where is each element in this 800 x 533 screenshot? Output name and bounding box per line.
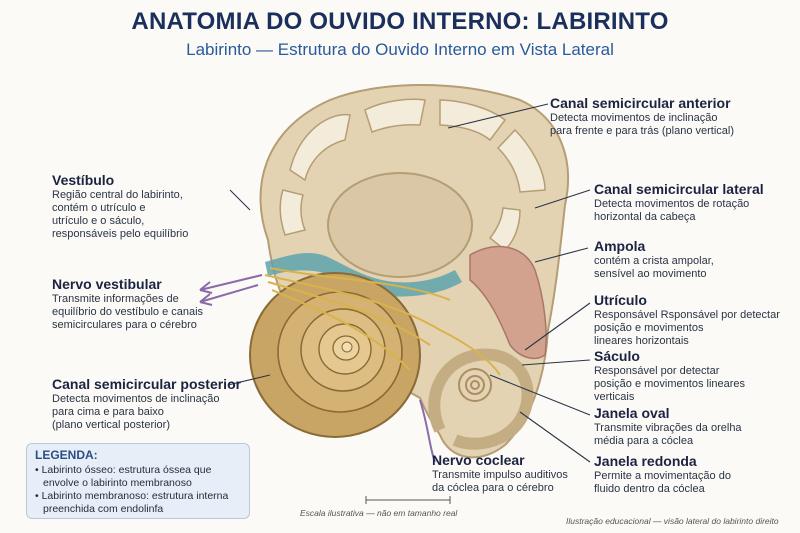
label-vestibulo-desc-4: responsáveis pelo equilíbrio: [52, 228, 189, 240]
label-saculo-desc-2: posição e movimentos lineares: [594, 378, 746, 390]
label-saculo-desc-1: Responsável por detectar: [594, 365, 720, 377]
label-saculo-desc-3: verticais: [594, 391, 635, 403]
utricle-saccule-body: [469, 245, 547, 360]
nerve-fibers: [264, 267, 501, 376]
vestibular-nerve: [199, 274, 263, 306]
posterior-loop: [428, 348, 534, 450]
label-posterior-desc-1: Detecta movimentos de inclinação: [52, 393, 220, 405]
inner-spiral: [458, 368, 492, 402]
label-nervo-coclear-desc-2: da cóclea para o cérebro: [432, 482, 554, 494]
label-saculo-title: Sáculo: [594, 348, 640, 364]
label-vestibulo: Vestíbulo Região central do labirinto, c…: [52, 172, 188, 241]
leader-lines: [227, 103, 591, 463]
scale-caption: Escala ilustrativa — não em tamanho real: [300, 508, 458, 518]
label-redonda-desc-1: Permite a movimentação do: [594, 470, 731, 482]
legend-item-bony: • Labirinto ósseo: estrutura óssea que e…: [35, 464, 212, 489]
label-anterior-desc-2: para frente e para trás (plano vertical): [550, 125, 735, 137]
label-ampola-desc-1: contém a crista ampolar,: [594, 255, 714, 267]
label-saculo: Sáculo Responsável por detectar posição …: [594, 348, 745, 404]
label-nervo-vestibular: Nervo vestibular Transmite informações d…: [52, 276, 203, 332]
legend-item-membranous: • Labirinto membranoso: estrutura intern…: [35, 490, 229, 515]
label-posterior-desc-3: (plano vertical posterior): [52, 419, 170, 431]
label-ampola-title: Ampola: [594, 238, 646, 254]
label-redonda-title: Janela redonda: [594, 453, 697, 469]
label-anterior-canal: Canal semicircular anterior Detecta movi…: [550, 95, 734, 138]
label-nervo-vestibular-desc-2: equilíbrio do vestíbulo e canais: [52, 306, 204, 318]
label-nervo-vestibular-title: Nervo vestibular: [52, 276, 162, 292]
label-utriculo-desc-2: posição e movimentos: [594, 322, 704, 334]
label-anterior-desc-1: Detecta movimentos de inclinação: [550, 112, 718, 124]
membranous-labyrinth: [265, 253, 462, 297]
label-nervo-coclear-desc-1: Transmite impulso auditivos: [432, 469, 568, 481]
label-oval-title: Janela oval: [594, 405, 670, 421]
label-nervo-coclear-title: Nervo coclear: [432, 452, 525, 468]
label-nervo-vestibular-desc-1: Transmite informações de: [52, 293, 179, 305]
label-janela-redonda: Janela redonda Permite a movimentação do…: [594, 453, 731, 496]
label-lateral-canal: Canal semicircular lateral Detecta movim…: [594, 181, 764, 224]
label-posterior-title: Canal semicircular posterior: [52, 376, 242, 392]
label-redonda-desc-2: fluido dentro da cóclea: [594, 483, 705, 495]
label-janela-oval: Janela oval Transmite vibrações da orelh…: [594, 405, 742, 448]
label-utriculo: Utrículo Responsável Rsponsável por dete…: [594, 292, 780, 348]
label-oval-desc-1: Transmite vibrações da orelha: [594, 422, 742, 434]
diagram-title: ANATOMIA DO OUVIDO INTERNO: LABIRINTO: [131, 8, 669, 35]
label-vestibulo-desc-3: utrículo e o sáculo,: [52, 215, 145, 227]
label-utriculo-desc-3: lineares horizontais: [594, 335, 689, 347]
label-vestibulo-desc-1: Região central do labirinto,: [52, 189, 183, 201]
label-utriculo-title: Utrículo: [594, 292, 647, 308]
label-nervo-vestibular-desc-3: semicirculares para o cérebro: [52, 319, 197, 331]
label-utriculo-desc-1: Responsável Rsponsável por detectar: [594, 309, 780, 321]
label-vestibulo-title: Vestíbulo: [52, 172, 115, 188]
label-oval-desc-2: média para a cóclea: [594, 435, 694, 447]
legend-title: LEGENDA:: [35, 448, 98, 462]
legend-box: LEGENDA: • Labirinto ósseo: estrutura ós…: [26, 443, 250, 519]
label-ampola-desc-2: sensível ao movimento: [594, 268, 707, 280]
cochlea: [249, 272, 421, 438]
label-nervo-coclear: Nervo coclear Transmite impulso auditivo…: [432, 452, 568, 495]
cochlear-nerve: [419, 399, 436, 463]
label-posterior-canal: Canal semicircular posterior Detecta mov…: [52, 376, 241, 432]
label-posterior-desc-2: para cima e para baixo: [52, 406, 164, 418]
label-vestibulo-desc-2: contém o utrículo e: [52, 202, 146, 214]
diagram-subtitle: Labirinto — Estrutura do Ouvido Interno …: [186, 40, 614, 59]
label-anterior-title: Canal semicircular anterior: [550, 95, 731, 111]
credit-caption: Ilustração educacional — visão lateral d…: [566, 516, 779, 526]
label-lateral-desc-2: horizontal da cabeça: [594, 211, 696, 223]
label-ampola: Ampola contém a crista ampolar, sensível…: [594, 238, 714, 281]
label-lateral-title: Canal semicircular lateral: [594, 181, 764, 197]
label-lateral-desc-1: Detecta movimentos de rotação: [594, 198, 750, 210]
vestibule-chamber: [327, 172, 473, 278]
